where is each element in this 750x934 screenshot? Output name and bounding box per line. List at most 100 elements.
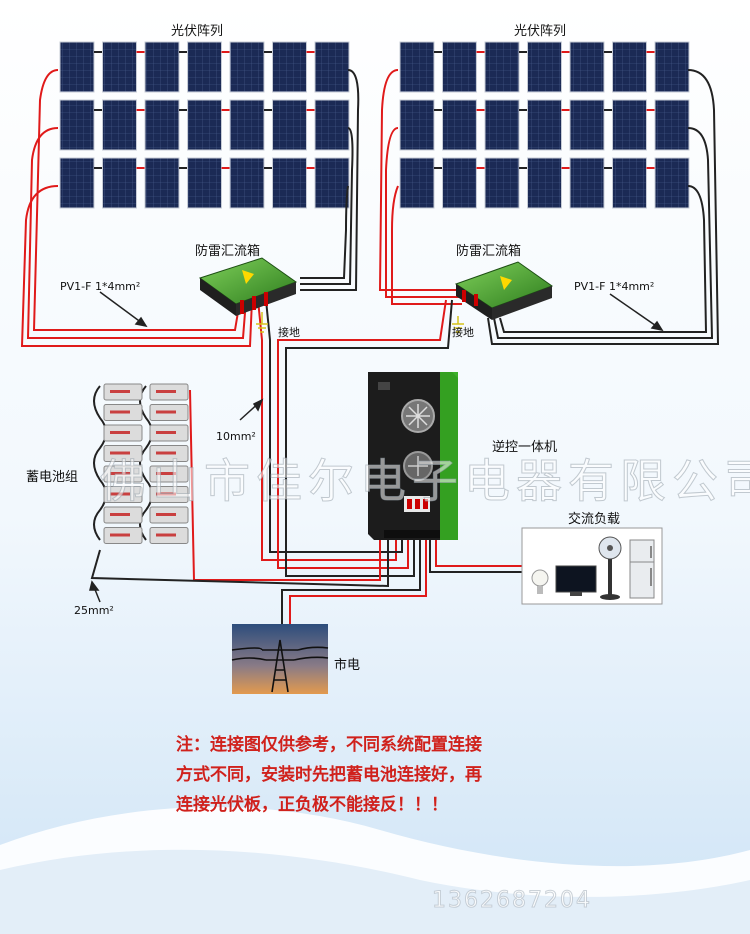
note-line-2: 方式不同，安装时先把蓄电池连接好，再	[176, 765, 482, 785]
cable-pv-left-label: PV1-F 1*4mm²	[60, 280, 141, 293]
solar-panel-icon	[654, 41, 690, 93]
pv-array-right-label: 光伏阵列	[514, 24, 567, 39]
dc-trunk-cables	[257, 299, 453, 577]
solar-panel-icon	[612, 41, 647, 93]
battery-stripe	[110, 410, 130, 414]
refrigerator-icon	[629, 539, 655, 599]
ground-icon	[452, 316, 464, 333]
battery-stripe	[110, 431, 130, 434]
battery-stripe	[156, 390, 176, 393]
solar-panel-icon	[442, 99, 477, 151]
pv-array-right	[399, 41, 690, 209]
cable-pv-right-label: PV1-F 1*4mm²	[574, 280, 655, 293]
bottom-wave-2	[0, 849, 750, 934]
combiner-box-left	[198, 257, 298, 316]
ground-right-label: 接地	[452, 326, 474, 339]
battery-stripe	[110, 533, 130, 537]
pv-wiring-left	[20, 69, 360, 347]
battery-stripe	[156, 410, 176, 414]
battery-stripe	[156, 533, 176, 537]
solar-panel-icon	[399, 157, 435, 209]
solar-panel-icon	[102, 157, 137, 209]
solar-panel-icon	[272, 41, 307, 93]
pv-array-left	[59, 41, 350, 209]
solar-panel-icon	[229, 99, 265, 151]
solar-panel-icon	[527, 157, 562, 209]
battery-stripe	[110, 451, 130, 455]
solar-panel-icon	[654, 99, 690, 151]
solar-panel-icon	[569, 157, 605, 209]
battery-stripe	[156, 451, 176, 455]
solar-panel-icon	[569, 99, 605, 151]
solar-panel-icon	[484, 41, 520, 93]
footer-number: 1362687204	[432, 888, 592, 914]
grid-photo	[231, 624, 329, 694]
solar-panel-icon	[144, 99, 180, 151]
solar-panel-icon	[314, 41, 350, 93]
solar-panel-icon	[399, 41, 435, 93]
solar-panel-icon	[102, 99, 137, 151]
battery-stripe	[156, 492, 176, 496]
solar-panel-icon	[484, 99, 520, 151]
solar-panel-icon	[144, 157, 180, 209]
solar-panel-icon	[654, 157, 690, 209]
ground-icon	[256, 312, 268, 333]
solar-panel-icon	[612, 99, 647, 151]
solar-panel-icon	[272, 99, 307, 151]
inverter-cabinet	[368, 372, 458, 540]
ground-left-label: 接地	[278, 326, 300, 339]
ac-wiring	[281, 540, 522, 624]
solar-panel-icon	[569, 41, 605, 93]
battery-wiring	[90, 385, 389, 588]
fan-icon	[598, 536, 622, 600]
cable-10-label: 10mm²	[216, 430, 256, 443]
watermark: 佛山市佳尔电子电器有限公司	[100, 454, 750, 509]
solar-panel-icon	[399, 99, 435, 151]
battery-stripe	[156, 513, 176, 516]
solar-panel-icon	[59, 99, 95, 151]
ac-load-box	[521, 527, 663, 605]
note-line-1: 注：连接图仅供参考，不同系统配置连接	[176, 735, 482, 755]
solar-panel-icon	[187, 41, 222, 93]
solar-panel-icon	[442, 157, 477, 209]
solar-panel-icon	[59, 157, 95, 209]
solar-panel-icon	[144, 41, 180, 93]
battery-stripe	[156, 431, 176, 434]
battery-stripe	[110, 390, 130, 393]
solar-panel-icon	[229, 157, 265, 209]
battery-stripe	[110, 472, 130, 475]
battery-stripe	[110, 513, 130, 516]
note-line-3: 连接光伏板，正负极不能接反！！！	[176, 795, 448, 815]
solar-panel-icon	[59, 41, 95, 93]
power-tower-icon	[231, 639, 329, 693]
grid-label: 市电	[334, 658, 361, 673]
battery-stripe	[156, 472, 176, 475]
ac-load-label: 交流负载	[568, 512, 621, 527]
pv-array-left-label: 光伏阵列	[171, 24, 224, 39]
solar-panel-icon	[484, 157, 520, 209]
pv-wiring-right	[378, 69, 720, 345]
solar-panel-icon	[102, 41, 137, 93]
battery-bank	[103, 383, 189, 544]
solar-panel-icon	[272, 157, 307, 209]
solar-panel-icon	[442, 41, 477, 93]
cable-pointer-arrows	[89, 291, 664, 603]
battery-bank-label: 蓄电池组	[26, 470, 79, 485]
solar-panel-icon	[229, 41, 265, 93]
combiner-right-label: 防雷汇流箱	[456, 244, 522, 259]
solar-panel-icon	[187, 99, 222, 151]
solar-panel-icon	[612, 157, 647, 209]
solar-panel-icon	[314, 99, 350, 151]
installation-note: 注：连接图仅供参考，不同系统配置连接 方式不同，安装时先把蓄电池连接好，再 连接…	[176, 730, 596, 820]
light-bulb-icon	[531, 569, 549, 594]
television-icon	[555, 565, 597, 596]
combiner-left-label: 防雷汇流箱	[195, 244, 261, 259]
solar-panel-icon	[527, 99, 562, 151]
cable-25-label: 25mm²	[74, 604, 114, 617]
battery-stripe	[110, 492, 130, 496]
solar-panel-icon	[187, 157, 222, 209]
combiner-box-right	[454, 261, 554, 320]
solar-panel-icon	[314, 157, 350, 209]
inverter-label: 逆控一体机	[492, 440, 558, 455]
